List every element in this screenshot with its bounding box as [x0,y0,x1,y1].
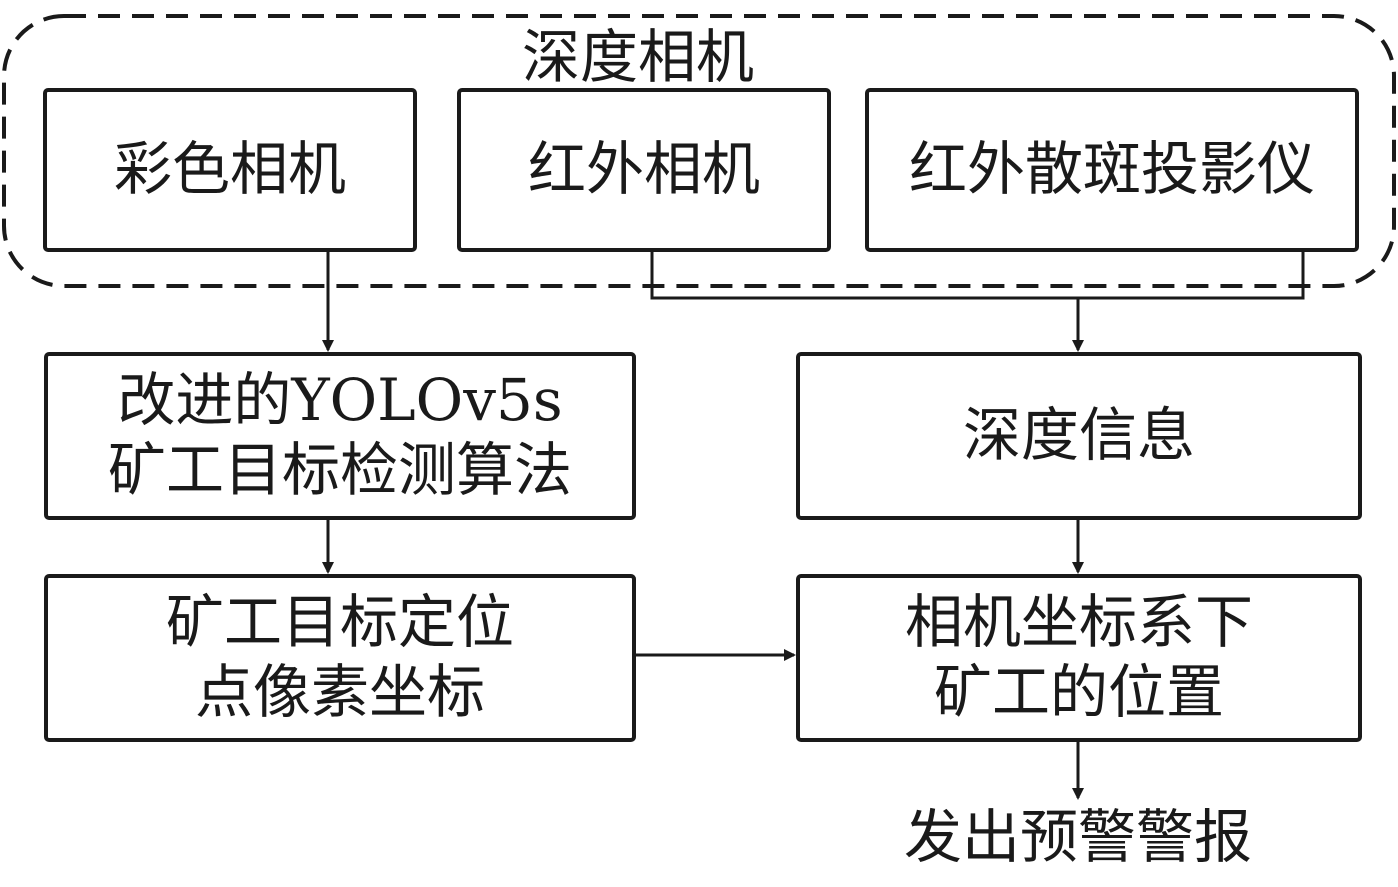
alarm-output-label: 发出预警警报 [903,803,1252,871]
yolo-line1: 改进的YOLOv5s [117,366,563,435]
pixel-coords-line1: 矿工目标定位 [165,588,514,657]
ir-projector-label: 红外散斑投影仪 [908,135,1315,204]
depth-info-box: 深度信息 [796,352,1362,520]
pixel-coords-line2: 点像素坐标 [194,658,485,726]
pixel-coords-box: 矿工目标定位 点像素坐标 [44,574,636,742]
camera-position-box: 相机坐标系下 矿工的位置 [796,574,1362,742]
color-camera-box: 彩色相机 [43,88,417,252]
yolo-algorithm-box: 改进的YOLOv5s 矿工目标检测算法 [44,352,636,520]
ir-projector-box: 红外散斑投影仪 [865,88,1359,252]
depth-info-label: 深度信息 [962,401,1195,470]
connector-ir-merge [650,250,1305,300]
ir-camera-label: 红外相机 [527,135,760,204]
depth-camera-group-label: 深度相机 [521,23,754,91]
depth-camera-group-border [2,14,1396,288]
camera-position-line1: 相机坐标系下 [904,588,1253,657]
camera-position-line2: 矿工的位置 [933,658,1224,726]
ir-camera-box: 红外相机 [457,88,831,252]
yolo-line2: 矿工目标检测算法 [107,436,572,504]
color-camera-label: 彩色相机 [113,135,346,204]
